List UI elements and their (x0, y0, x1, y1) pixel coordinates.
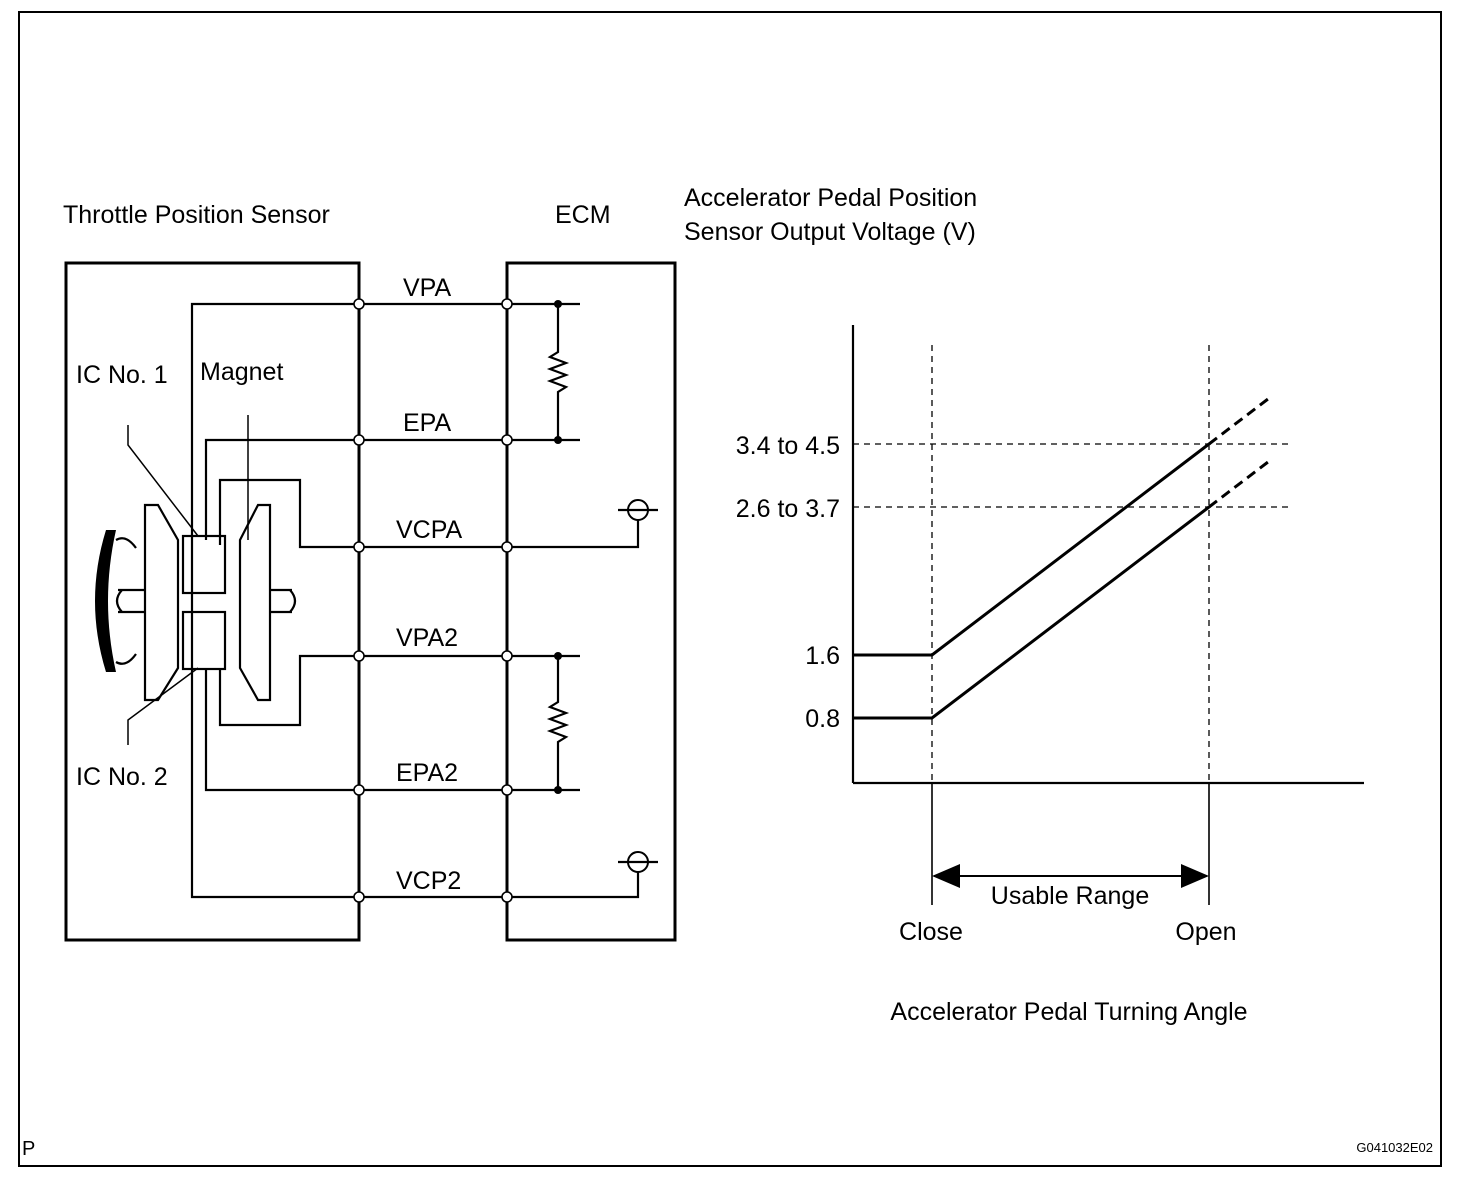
figure-code: G041032E02 (1356, 1140, 1433, 1155)
terminal-epa2: EPA2 (396, 759, 458, 787)
usable-range-label: Usable Range (991, 882, 1149, 910)
ic1-leader (127, 425, 199, 537)
terminal-epa: EPA (403, 409, 451, 437)
graph-y-title-line2: Sensor Output Voltage (V) (684, 218, 976, 246)
terminal-vcpa: VCPA (396, 516, 463, 544)
terminal-vpa: VPA (403, 274, 451, 302)
ic2-label: IC No. 2 (76, 763, 168, 791)
series-upper-line (853, 442, 1210, 657)
sensor-internal-wiring (190, 302, 359, 899)
graph-x-title: Accelerator Pedal Turning Angle (890, 998, 1247, 1026)
ecm-internal-circuits (507, 300, 658, 899)
corner-mark: P (22, 1138, 35, 1160)
series-upper-extension (1208, 397, 1269, 446)
magnet-label: Magnet (200, 358, 283, 386)
ecm-box (505, 261, 677, 942)
series-lower-extension (1208, 460, 1269, 509)
ecm-title: ECM (555, 201, 611, 229)
ic1-chip (181, 534, 227, 595)
y-tick-1-6: 1.6 (805, 642, 840, 670)
terminal-vcp2: VCP2 (396, 867, 461, 895)
open-label: Open (1175, 918, 1236, 946)
y-tick-lower-range: 2.6 to 3.7 (736, 495, 840, 523)
ic2-chip (181, 610, 227, 671)
harness-wires (359, 302, 507, 899)
graph-y-title-line1: Accelerator Pedal Position (684, 184, 977, 212)
terminal-vpa2: VPA2 (396, 624, 458, 652)
series-lower-line (853, 505, 1210, 720)
y-tick-0-8: 0.8 (805, 705, 840, 733)
outer-border (18, 11, 1442, 1167)
y-tick-upper-range: 3.4 to 4.5 (736, 432, 840, 460)
ic1-label: IC No. 1 (76, 361, 168, 389)
sensor-title: Throttle Position Sensor (63, 201, 330, 229)
ic2-leader (127, 667, 199, 745)
close-label: Close (899, 918, 963, 946)
sensor-box (64, 261, 361, 942)
connector-pins (353, 298, 513, 903)
magnet-rotor (95, 503, 297, 702)
